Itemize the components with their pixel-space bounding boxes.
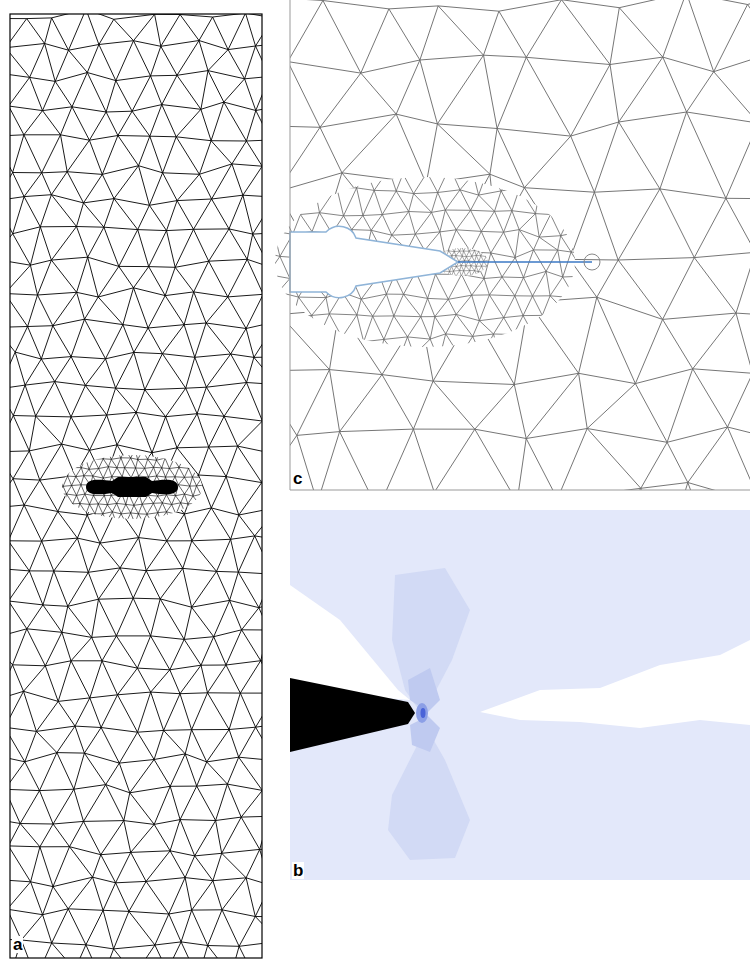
fine-mesh	[257, 166, 630, 404]
mesh-lines	[290, 0, 750, 490]
mesh-lines	[10, 14, 262, 958]
stress-lobe	[392, 568, 470, 712]
panel-border	[10, 14, 262, 958]
panel-label: a	[12, 936, 23, 953]
crack-wedge	[290, 678, 415, 752]
low-stress-zone	[480, 640, 750, 728]
stress-lobe	[388, 716, 470, 860]
coarse-mesh	[10, 14, 262, 958]
crack-line	[458, 261, 592, 263]
panel-label: b	[292, 862, 304, 879]
notch	[290, 226, 458, 297]
fine-mesh	[52, 449, 221, 542]
panel-border	[290, 0, 291, 490]
coarse-mesh	[290, 0, 750, 490]
panel-border	[290, 490, 750, 491]
crack-tip	[584, 254, 600, 270]
stress-peak	[421, 708, 426, 718]
stress-ground	[290, 510, 750, 880]
mesh-lines	[257, 166, 630, 404]
hole-slot	[86, 477, 178, 497]
mesh-lines	[52, 449, 221, 542]
panel-label: c	[292, 470, 303, 487]
stress-peak	[416, 703, 428, 723]
